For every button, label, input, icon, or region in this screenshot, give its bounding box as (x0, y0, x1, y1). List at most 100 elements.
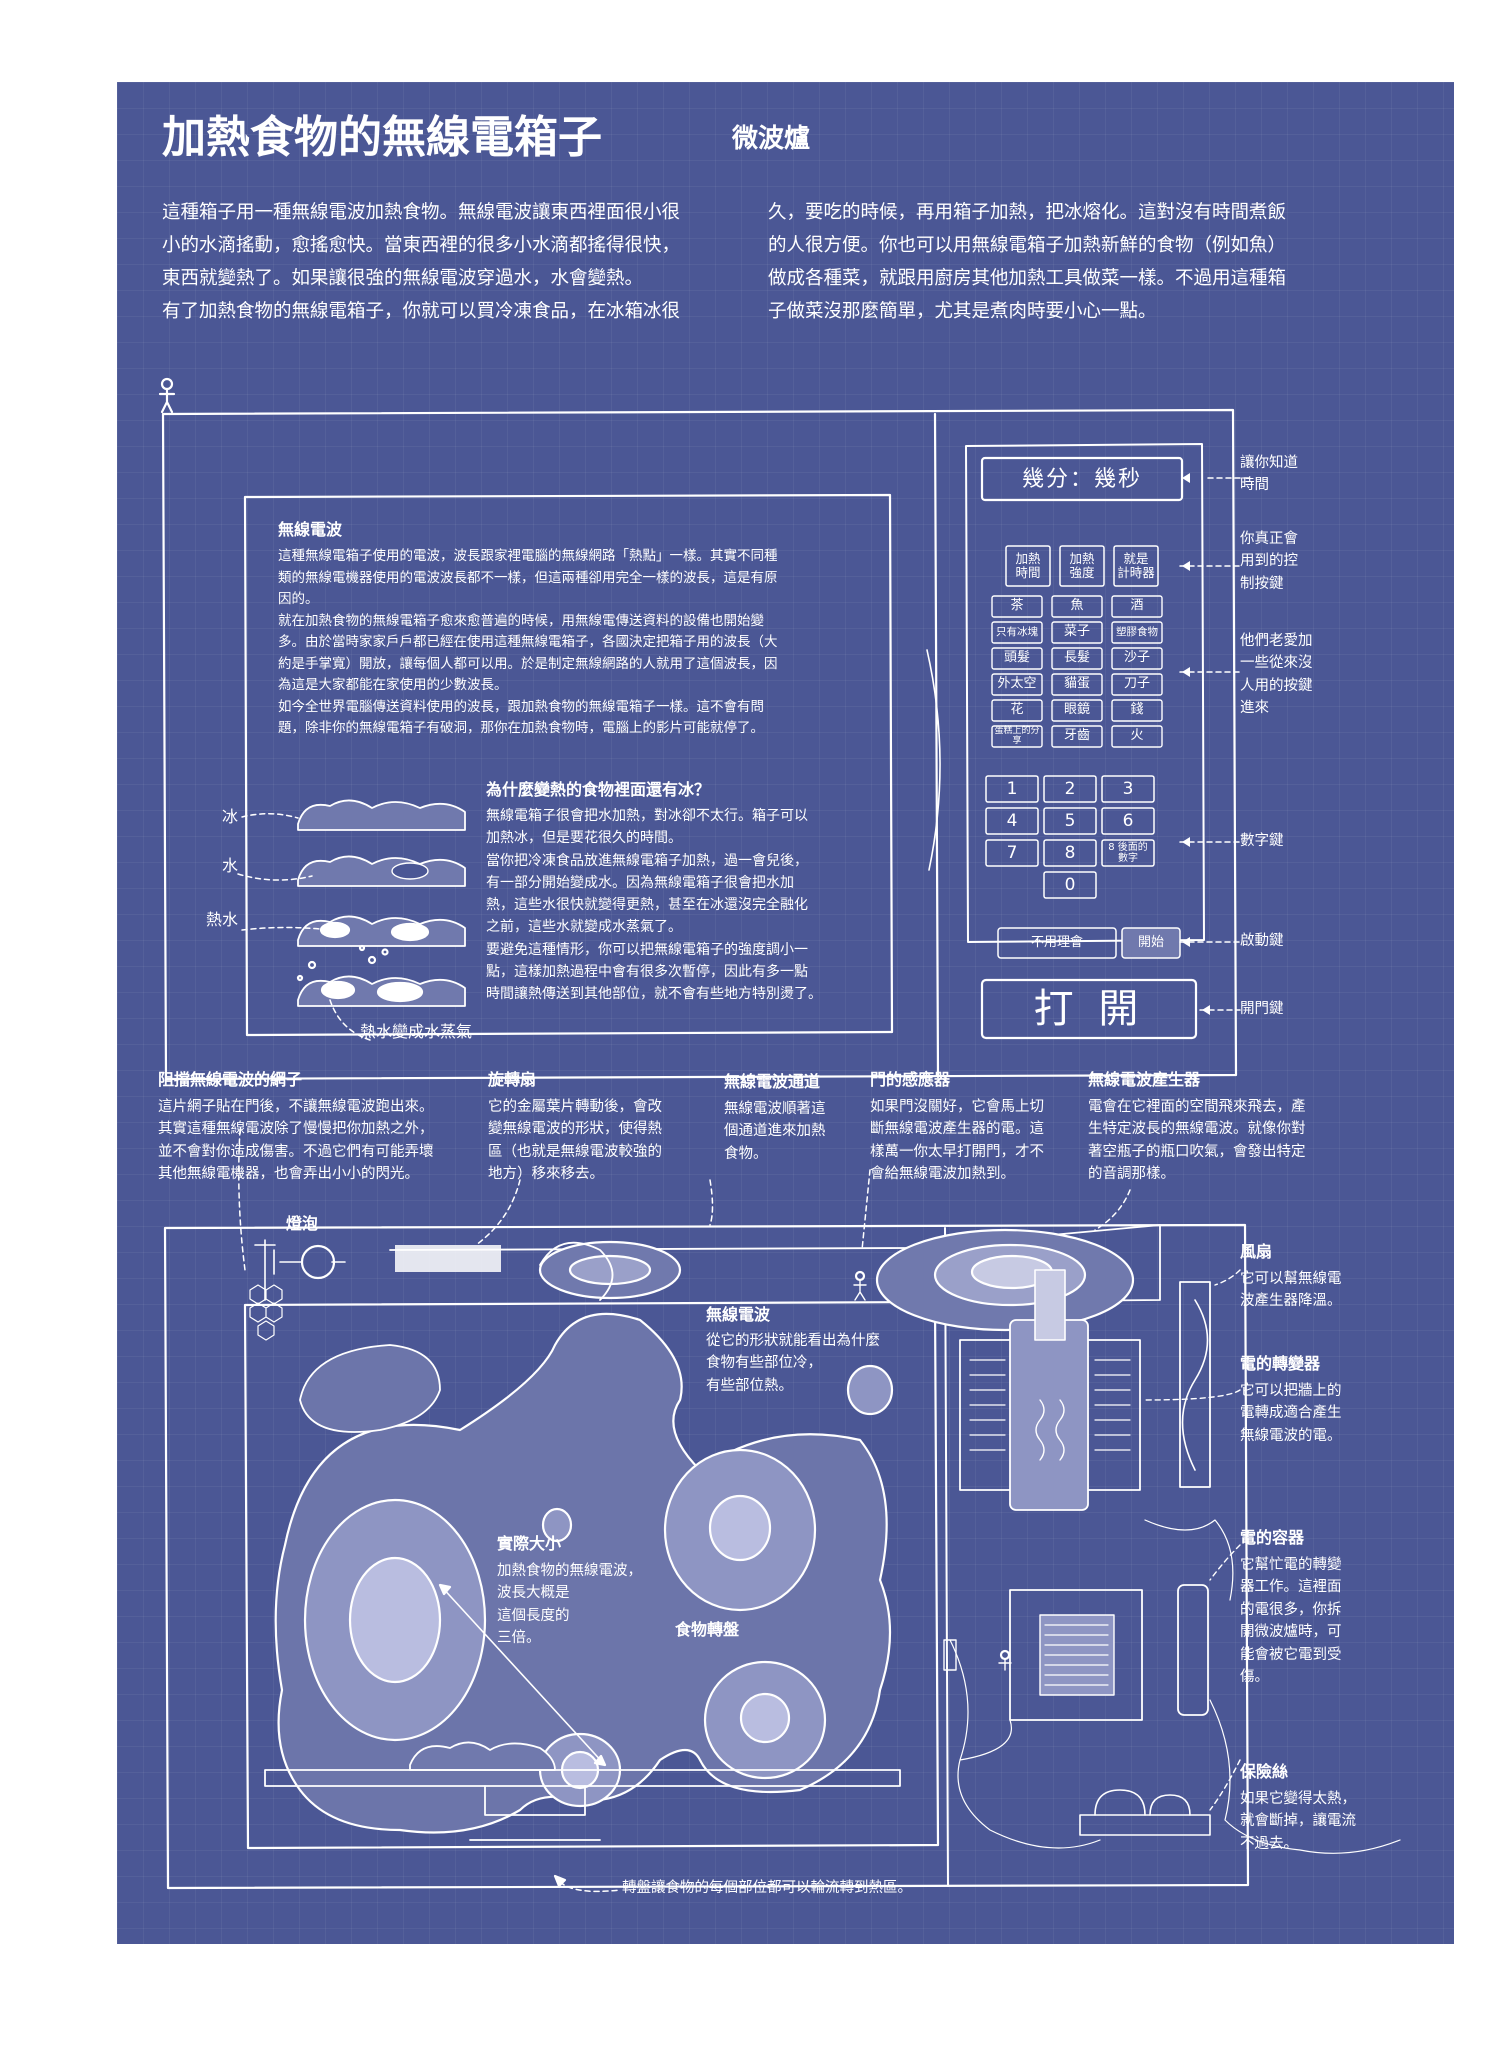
word-button-frame (1111, 595, 1163, 618)
number-button[interactable]: 6 (1122, 810, 1134, 831)
part-line: 其實這種無線電波除了慢慢把你加熱之外， (158, 1121, 434, 1138)
word-button-frame (1051, 647, 1103, 670)
waves-heading: 無線電波 (706, 1305, 771, 1324)
part-line: 區（也就是無線電波較強的 (488, 1143, 662, 1160)
ice-line: 當你把冷凍食品放進無線電箱子加熱，過一會兒後， (486, 852, 808, 869)
word-button-frame (991, 699, 1043, 722)
word-button-frame (1111, 647, 1163, 670)
word-button-frame (991, 725, 1043, 748)
door-window-outline (243, 493, 894, 1037)
number-button[interactable]: 4 (1006, 810, 1018, 831)
start-button[interactable]: 開始 (1137, 934, 1164, 950)
label-hot-water: 熱水 (206, 910, 239, 929)
side-line: 就會斷掉，讓電流 (1240, 1813, 1356, 1830)
part-line: 變無線電波的形狀，使得熱 (488, 1121, 662, 1138)
part-text: 它的金屬葉片轉動後，會改變無線電波的形狀，使得熱區（也就是無線電波較強的地方）移… (488, 1096, 662, 1186)
number-button-frame (1043, 839, 1097, 867)
part-line: 如果門沒關好，它會馬上切 (870, 1099, 1044, 1115)
number-button[interactable]: 8 後面的 數字 (1108, 842, 1148, 864)
label-steam: 熱水變成水蒸氣 (360, 1022, 473, 1041)
word-button-frame (991, 673, 1043, 696)
label-ice: 冰 (222, 807, 239, 826)
panel-divider (933, 412, 940, 1079)
word-button[interactable]: 沙子 (1123, 650, 1150, 666)
open-door-button[interactable]: 打 開 (1033, 986, 1145, 1032)
capacitor (1177, 1584, 1209, 1716)
word-button[interactable]: 牙齒 (1063, 728, 1090, 744)
radio-line: 為這是大家都能在家使用的少數波長。 (278, 677, 508, 693)
word-button-frame (1051, 673, 1103, 696)
word-button[interactable]: 酒 (1130, 598, 1144, 614)
cooling-fan (1179, 1281, 1211, 1488)
ignore-button[interactable]: 不用理會 (1030, 934, 1083, 950)
radio-text: 這種無線電箱子使用的電波，波長跟家裡電腦的無線網路「熱點」一樣。其實不同種類的無… (278, 546, 778, 740)
part-line: 這片網子貼在門後，不讓無線電波跑出來。 (158, 1099, 434, 1115)
part-title: 旋轉扇 (488, 1070, 537, 1089)
word-button[interactable]: 眼鏡 (1063, 702, 1090, 718)
actual-size-heading: 實際大小 (497, 1534, 562, 1553)
word-button[interactable]: 貓蛋 (1063, 676, 1090, 692)
word-button[interactable]: 花 (1010, 702, 1024, 718)
word-button[interactable]: 菜子 (1063, 624, 1090, 640)
word-button[interactable]: 火 (1130, 728, 1144, 744)
side-title: 電的轉變器 (1240, 1354, 1321, 1373)
function-button[interactable]: 就是 計時器 (1117, 551, 1155, 580)
number-button-frame (1043, 807, 1097, 835)
turntable-note: 轉盤讓食物的每個部位都可以輪流轉到熱區。 (622, 1880, 912, 1896)
word-button-frame (1051, 621, 1103, 644)
open-button-frame (980, 978, 1198, 1040)
number-button[interactable]: 3 (1122, 778, 1134, 799)
word-button[interactable]: 長髮 (1063, 650, 1090, 666)
magnetron (959, 1269, 1141, 1511)
number-button[interactable]: 5 (1064, 810, 1076, 831)
number-button[interactable]: 8 (1064, 842, 1076, 863)
number-button[interactable]: 2 (1064, 778, 1076, 799)
intro-right: 久，要吃的時候，再用箱子加熱，把冰熔化。這對沒有時間煮飯的人很方便。你也可以用無… (768, 202, 1287, 322)
part-line: 個通道進來加熱 (724, 1123, 826, 1140)
part-line: 樣萬一你太早打開門，才不 (870, 1143, 1044, 1160)
page-title: 加熱食物的無線電箱子 (162, 112, 602, 163)
word-button-frame (1051, 725, 1103, 748)
ice-line: 加熱冰，但是要花很久的時間。 (486, 830, 682, 847)
word-button[interactable]: 錢 (1130, 702, 1144, 718)
number-button[interactable]: 7 (1006, 842, 1018, 863)
side-title: 風扇 (1240, 1242, 1273, 1261)
word-button[interactable]: 塑膠食物 (1116, 625, 1158, 638)
part-line: 無線電波順著這 (724, 1101, 826, 1117)
word-button[interactable]: 魚 (1070, 598, 1084, 614)
radio-heading: 無線電波 (278, 520, 343, 539)
word-button[interactable]: 外太空 (997, 676, 1037, 692)
note-numbers: 數字鍵 (1240, 833, 1284, 849)
fuse (1079, 1789, 1211, 1836)
side-text: 它幫忙電的轉變器工作。這裡面的電很多，你拆開微波爐時，可能會被它電到受傷。 (1240, 1554, 1342, 1689)
note-time: 讓你知道 時間 (1240, 455, 1298, 494)
side-line: 能會被它電到受 (1240, 1646, 1342, 1663)
radio-line: 題，除非你的無線電箱子有破洞，那你在加熱食物時，電腦上的影片可能就停了。 (278, 720, 764, 736)
word-button[interactable]: 茶 (1010, 598, 1024, 614)
word-button[interactable]: 刀子 (1123, 676, 1150, 692)
number-button[interactable]: 1 (1006, 778, 1018, 799)
turntable-label: 食物轉盤 (675, 1620, 740, 1639)
number-button-frame (1043, 871, 1097, 899)
part-title: 無線電波產生器 (1088, 1070, 1201, 1089)
side-line: 器工作。這裡面 (1240, 1579, 1342, 1596)
radio-line: 多。由於當時家家戶戶都已經在使用這種無線電箱子，各國決定把箱子用的波長（大 (278, 634, 778, 650)
word-button-frame (991, 647, 1043, 670)
word-button[interactable]: 頭髮 (1003, 650, 1030, 666)
word-button-frame (1111, 621, 1163, 644)
number-button[interactable]: 0 (1064, 874, 1076, 895)
radio-line: 如今全世界電腦傳送資料使用的波長，跟加熱食物的無線電箱子一樣。這不會有問 (278, 698, 764, 715)
word-button[interactable]: 只有冰塊 (996, 625, 1038, 638)
number-button-frame (1043, 775, 1097, 803)
timer-display: 幾分：幾秒 (1021, 466, 1142, 492)
side-line: 波產生器降溫。 (1240, 1293, 1342, 1310)
word-button[interactable]: 蛋糕上的分享 (994, 725, 1040, 746)
part-line: 會給無線電波加熱到。 (870, 1166, 1015, 1183)
function-button[interactable]: 加熱 強度 (1069, 551, 1095, 580)
function-button[interactable]: 加熱 時間 (1015, 551, 1041, 580)
word-button-frame (1111, 673, 1163, 696)
ice-line: 有一部分開始變成水。因為無線電箱子很會把水加 (486, 874, 794, 891)
number-button-frame (985, 775, 1039, 803)
radio-line: 因的。 (278, 591, 319, 607)
